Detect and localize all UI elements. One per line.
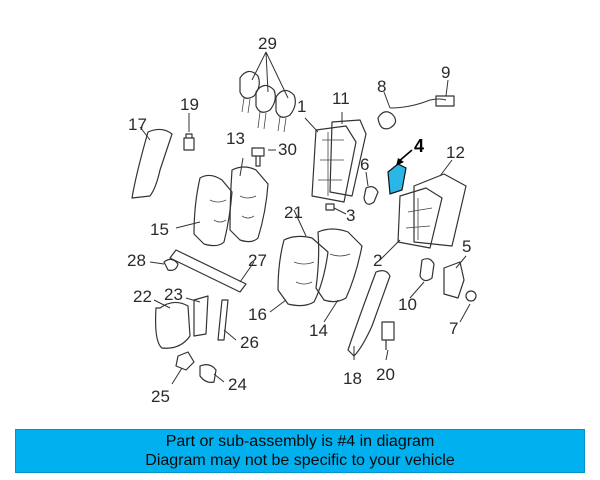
callout-3: 3 bbox=[346, 206, 355, 225]
callout-19: 19 bbox=[180, 95, 199, 114]
parts-diagram: 29 19 17 13 30 1 11 8 9 4 12 6 3 21 15 2… bbox=[127, 34, 477, 406]
side-trim-panel bbox=[131, 128, 173, 199]
callout-7: 7 bbox=[449, 319, 458, 338]
info-banner: Part or sub-assembly is #4 in diagram Di… bbox=[15, 429, 585, 473]
headrest-group bbox=[239, 51, 296, 133]
callout-29: 29 bbox=[258, 34, 277, 53]
callout-13: 13 bbox=[226, 129, 245, 148]
seat-back-frame bbox=[311, 119, 367, 203]
callout-24: 24 bbox=[228, 375, 247, 394]
callout-20: 20 bbox=[376, 365, 395, 384]
hinge-bar bbox=[169, 249, 247, 293]
callout-17: 17 bbox=[128, 115, 147, 134]
callout-10: 10 bbox=[398, 295, 417, 314]
callout-21: 21 bbox=[284, 203, 303, 222]
right-seat-back bbox=[397, 173, 467, 249]
callout-18: 18 bbox=[343, 369, 362, 388]
callout-15: 15 bbox=[150, 220, 169, 239]
callout-28: 28 bbox=[127, 251, 146, 270]
callout-12: 12 bbox=[446, 143, 465, 162]
callout-5: 5 bbox=[462, 237, 471, 256]
callout-11: 11 bbox=[332, 89, 350, 108]
callout-9: 9 bbox=[441, 63, 450, 82]
highlighted-part-4 bbox=[387, 149, 413, 195]
callout-23: 23 bbox=[164, 285, 183, 304]
callout-1: 1 bbox=[297, 97, 306, 116]
callout-26: 26 bbox=[240, 333, 259, 352]
callout-27: 27 bbox=[248, 251, 267, 270]
callout-14: 14 bbox=[309, 321, 328, 340]
seat-cushion bbox=[277, 228, 363, 307]
callout-25: 25 bbox=[151, 387, 170, 406]
left-seat-back bbox=[193, 166, 269, 247]
banner-line-part: Part or sub-assembly is #4 in diagram bbox=[165, 433, 435, 450]
callout-30: 30 bbox=[278, 140, 297, 159]
callout-4: 4 bbox=[414, 136, 424, 156]
cushion-22 bbox=[155, 301, 191, 349]
callout-2: 2 bbox=[373, 251, 382, 270]
callout-8: 8 bbox=[377, 77, 386, 96]
callout-16: 16 bbox=[248, 305, 267, 324]
banner-line-disclaimer: Diagram may not be specific to your vehi… bbox=[145, 452, 455, 469]
callout-6: 6 bbox=[360, 155, 369, 174]
callout-22: 22 bbox=[133, 287, 152, 306]
clip-19 bbox=[183, 133, 195, 151]
trim-18 bbox=[347, 270, 391, 357]
